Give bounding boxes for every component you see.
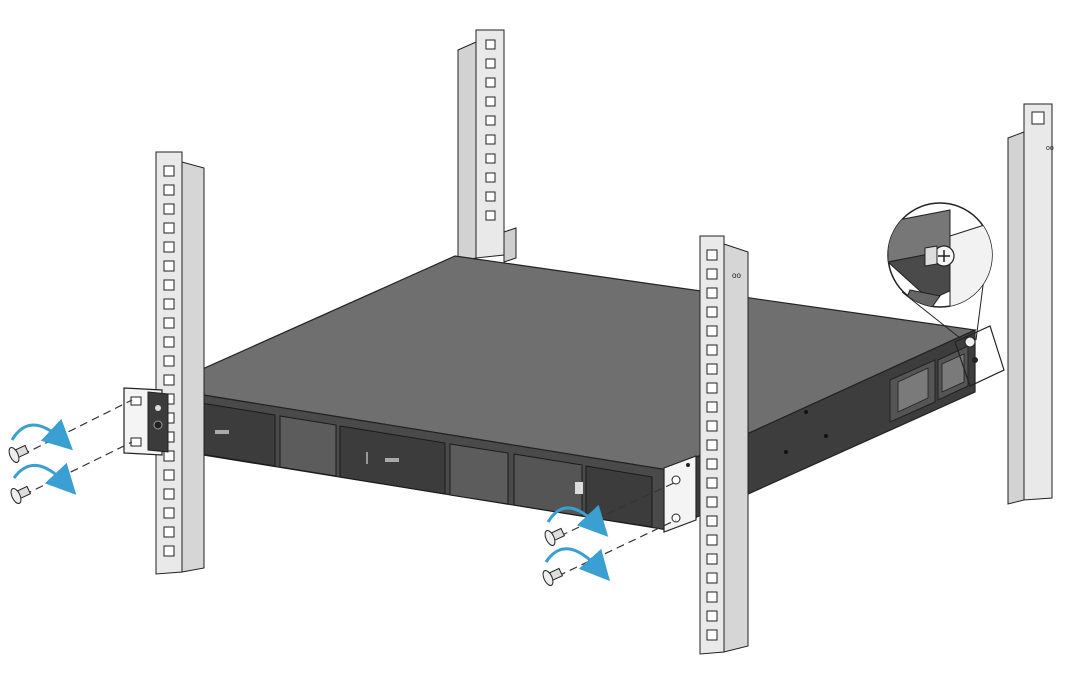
rack-hole [163,488,175,500]
rack-hole [706,344,718,356]
rack-hole [163,241,175,253]
rack-hole [485,134,496,145]
screw-icon [544,527,566,546]
svg-text:oo: oo [1046,145,1054,152]
rack-post-front-left [155,151,205,575]
rack-hole [485,115,496,126]
rack-hole [706,477,718,489]
rear-fan-vents [889,345,969,423]
screw-icon [542,567,564,586]
screw-icon [8,444,30,463]
rack-hole [706,591,718,603]
rack-hole [706,306,718,318]
rack-hole [706,496,718,508]
svg-text:oo: oo [732,271,741,280]
rack-hole [163,374,175,386]
clockwise-arrow-icon [12,462,77,495]
rack-hole [706,249,718,261]
rack-hole [163,260,175,272]
rack-hole [485,96,496,107]
rack-post-back-left [457,29,517,263]
rack-hole [485,77,496,88]
rack-hole [163,317,175,329]
rack-hole [706,458,718,470]
rack-hole [706,534,718,546]
rack-hole [163,184,175,196]
screw-leader-lines [21,399,677,577]
rack-hole [163,203,175,215]
rack-hole [706,553,718,565]
rack-post-back-right: oo [1007,103,1054,505]
rack-hole [706,629,718,641]
rack-hole [485,153,496,164]
rack-hole [163,469,175,481]
screw-icon [10,485,32,504]
rack-hole [706,287,718,299]
rack-hole [485,210,496,221]
rack-hole [485,172,496,183]
rack-hole [706,382,718,394]
clockwise-arrow-icon [546,504,609,537]
rack-hole [163,222,175,234]
rack-hole [485,191,496,202]
rack-hole [163,450,175,462]
rack-hole [706,420,718,432]
rack-hole [706,268,718,280]
rack-hole [163,507,175,519]
rack-hole [706,610,718,622]
rack-post-front-right: oo [699,235,749,655]
rack-hole [163,355,175,367]
rack-hole [485,39,496,50]
rack-hole [706,515,718,527]
rack-hole [706,363,718,375]
rack-hole [485,58,496,69]
rack-hole [163,545,175,557]
clockwise-arrow-icon [544,547,611,582]
rack-hole [163,526,175,538]
rack-hole [163,279,175,291]
rack-hole [706,401,718,413]
rack-hole [163,298,175,310]
mounting-ear-right [663,455,697,533]
switch-chassis [157,255,1005,531]
rack-hole [706,439,718,451]
rack-hole [706,572,718,584]
rack-hole [163,336,175,348]
mounting-ear-left [123,387,169,456]
rack-hole [163,165,175,177]
rack-hole [706,325,718,337]
clockwise-arrow-icon [10,418,73,451]
